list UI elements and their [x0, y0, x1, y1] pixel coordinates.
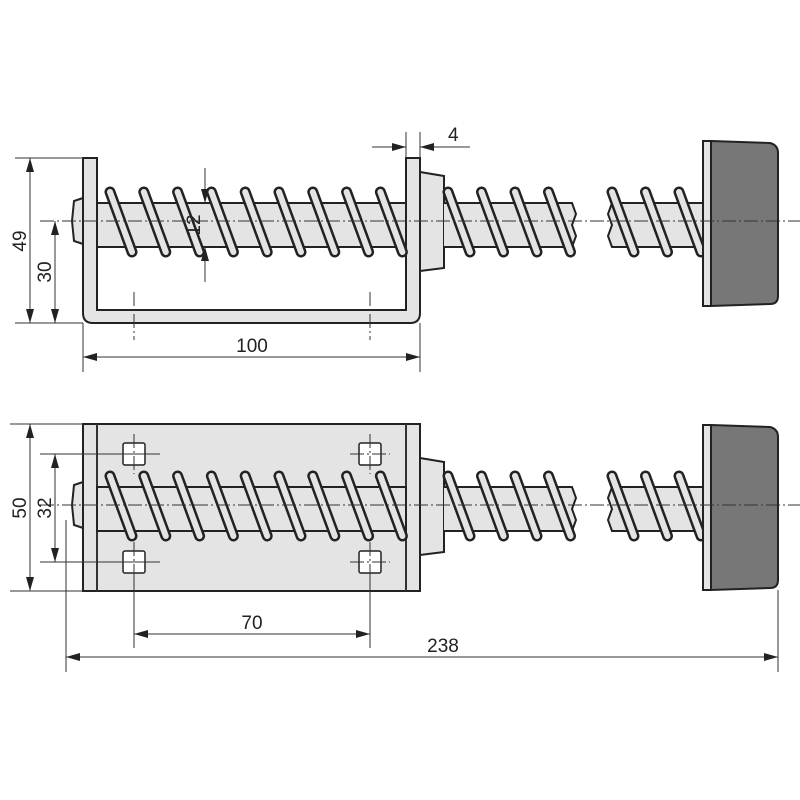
spring-coil: [377, 189, 406, 255]
rubber-cap: [710, 139, 779, 308]
spring-coil: [445, 473, 473, 539]
spring: [104, 470, 707, 542]
dim-49: 49: [10, 230, 31, 251]
spring-coil: [377, 473, 406, 539]
bushing: [419, 456, 445, 557]
dim-12: 12: [184, 214, 205, 235]
spring-coil: [642, 189, 671, 255]
spring-coil: [276, 189, 304, 255]
rubber-cap: [710, 423, 779, 592]
spring-coil: [609, 473, 637, 539]
top-dimensions: 49 30 12 4 100: [10, 125, 470, 372]
dim-30: 30: [35, 261, 56, 282]
spring-coil: [642, 473, 671, 539]
u-bracket: [82, 157, 421, 324]
dim-70: 70: [241, 613, 262, 634]
left-nut: [70, 196, 84, 246]
spring-coil: [309, 473, 338, 539]
dim-100: 100: [236, 336, 268, 357]
spring-coil: [174, 189, 203, 255]
dim-4: 4: [448, 125, 459, 146]
spring-coil: [676, 473, 704, 539]
hole-centermark: [350, 434, 390, 474]
spring-coil: [242, 473, 271, 539]
spring-coil: [445, 189, 473, 255]
spring-coil: [478, 473, 507, 539]
spring-coil: [343, 189, 372, 255]
spring-coil: [208, 189, 237, 255]
bottom-dimensions: 50 32 70 238: [10, 423, 779, 672]
spring-coil: [140, 189, 169, 255]
dim-50: 50: [10, 497, 31, 518]
left-nut: [70, 480, 84, 530]
dim-32: 32: [35, 497, 56, 518]
spring-coil: [512, 473, 540, 539]
spring-coil: [478, 189, 507, 255]
spring: [104, 186, 707, 258]
spring-coil: [174, 473, 203, 539]
top-view: [40, 139, 800, 340]
cap-washer: [702, 424, 712, 591]
spring-coil: [609, 189, 637, 255]
bottom-view: [40, 423, 800, 592]
spring-coil: [309, 189, 338, 255]
spring-coil: [242, 189, 271, 255]
spring-coil: [512, 189, 540, 255]
spring-coil: [343, 473, 372, 539]
spring-coil: [276, 473, 304, 539]
spring-coil: [545, 189, 574, 255]
dim-238: 238: [427, 636, 459, 657]
spring-coil: [107, 473, 135, 539]
spring-coil: [676, 189, 704, 255]
spring-coil: [107, 189, 135, 255]
spring-coil: [140, 473, 169, 539]
spring-coil: [208, 473, 237, 539]
spring-coil: [545, 473, 574, 539]
cap-washer: [702, 140, 712, 307]
